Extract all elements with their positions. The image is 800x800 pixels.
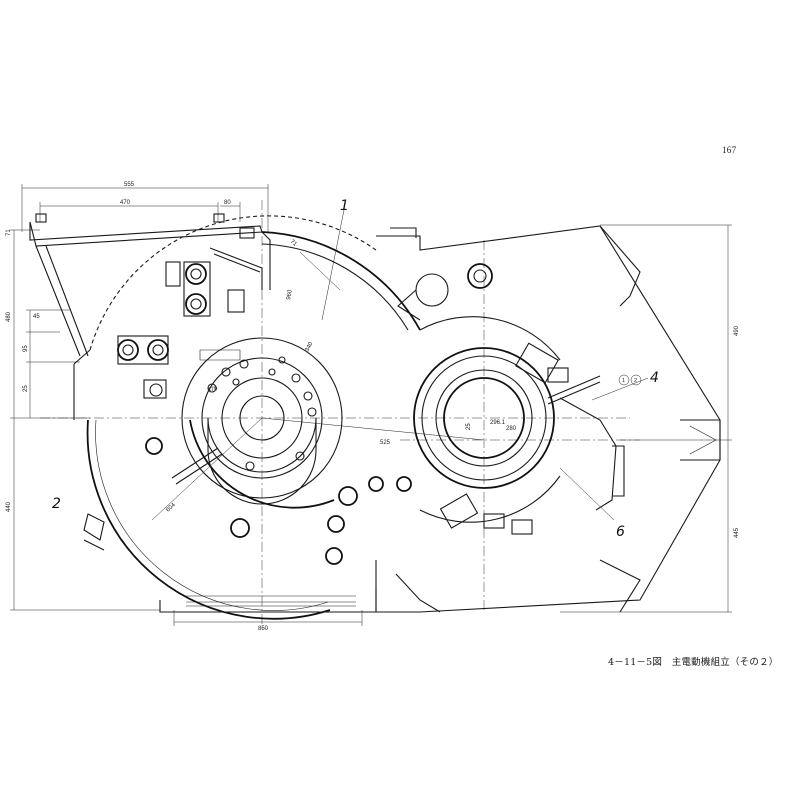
dim-inner-280: 280 — [506, 426, 517, 432]
part-label-1: 1 — [340, 198, 349, 214]
dim-inner-25: 25 — [466, 423, 472, 430]
dim-top-right: 80 — [224, 200, 231, 206]
dim-inner-470: 470 — [207, 386, 219, 394]
dim-left-top: 71 — [6, 229, 12, 236]
part-label-2: 2 — [52, 496, 61, 512]
brush-gear — [117, 247, 263, 399]
gear-case — [376, 225, 721, 613]
left-dimensions: 480 440 45 95 25 71 — [6, 229, 160, 611]
figure-caption: 4－11－5図 主電動機組立（その２） — [608, 657, 779, 668]
bottom-dimension: 850 — [173, 610, 363, 632]
bolt-circle — [207, 356, 317, 471]
dim-right-upper: 490 — [734, 325, 740, 336]
dim-top-overall: 555 — [124, 182, 135, 188]
inner-dimensions: 525 604 296.1 280 25 340 470 71 960 — [151, 239, 517, 521]
part-label-6: 6 — [616, 524, 625, 540]
dim-bottom: 850 — [258, 626, 269, 632]
dim-right-lower: 445 — [734, 527, 740, 538]
dim-inner-960: 960 — [286, 289, 294, 301]
dim-left-c: 25 — [23, 385, 29, 392]
center-lines — [40, 200, 640, 630]
dim-left-lower: 440 — [6, 501, 12, 512]
circle-mark-1: 1 — [622, 378, 625, 384]
dim-top-left: 470 — [120, 200, 131, 206]
dim-inner-340: 340 — [304, 341, 314, 353]
dim-left-upper: 480 — [6, 311, 12, 322]
lower-bolts — [83, 437, 412, 565]
motor-housing — [73, 215, 421, 620]
pinion-bearing — [413, 316, 625, 535]
dim-left-a: 45 — [33, 314, 40, 320]
part-label-4: 4 — [650, 370, 659, 386]
dim-left-b: 95 — [23, 345, 29, 352]
dim-inner-604: 604 — [165, 502, 177, 514]
dim-inner-71: 71 — [289, 239, 298, 248]
dim-inner-296: 296.1 — [490, 420, 506, 426]
right-dimensions: 490 445 — [560, 224, 740, 613]
top-bracket — [29, 213, 271, 357]
circle-mark-2: 2 — [634, 378, 637, 384]
part-labels: 1 2 4 6 1 2 — [52, 198, 659, 540]
armature — [181, 337, 343, 509]
dim-inner-525: 525 — [380, 440, 391, 446]
page-number: 167 — [722, 145, 737, 155]
top-dimensions: 555 470 80 — [21, 182, 269, 232]
